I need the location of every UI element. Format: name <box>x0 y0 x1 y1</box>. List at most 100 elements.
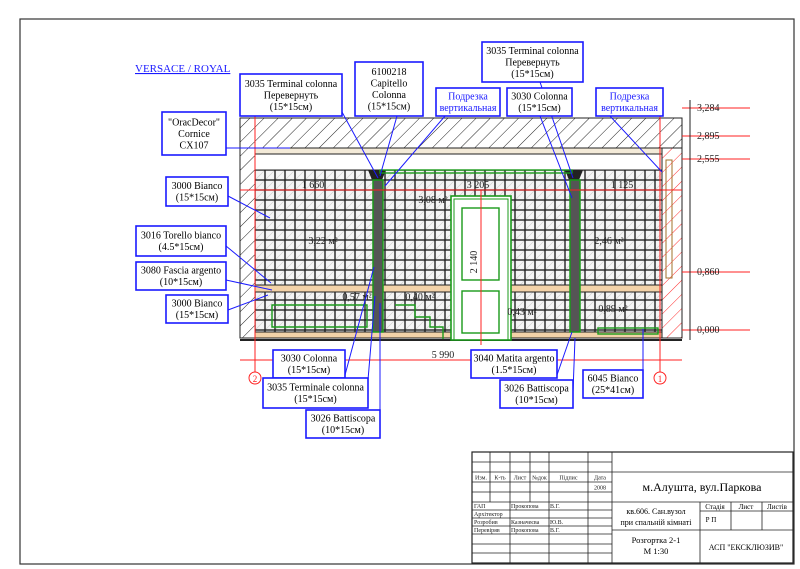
level-label: 0,860 <box>697 267 720 278</box>
callout-box <box>595 87 664 117</box>
callout-text: (15*15см) <box>511 69 553 80</box>
callout-text: 3040 Matita argento <box>474 354 555 365</box>
callout-box <box>305 409 381 439</box>
role-label: ГАП <box>474 504 486 510</box>
callout-text: 3026 Battiscopa <box>504 384 569 395</box>
callout-text: Перевернуть <box>264 90 319 101</box>
callout-text: (15*15см) <box>176 193 218 204</box>
callout-fascia: 3080 Fascia argento(10*15см) <box>135 261 227 291</box>
stage-header: Стадія <box>705 503 725 511</box>
callout-text: (10*15см) <box>322 425 364 436</box>
callout-text: вертикальная <box>601 103 658 114</box>
title-header-2: Лист <box>514 476 527 482</box>
callout-text: (15*15см) <box>288 365 330 376</box>
callout-box <box>481 41 584 83</box>
sheet-header: Лист <box>739 503 754 511</box>
callout-text: (25*41см) <box>592 385 634 396</box>
callout-box <box>239 73 343 117</box>
callout-box <box>135 261 227 291</box>
level-label: 3,284 <box>697 103 720 114</box>
object-line: кв.606. Сан.вузол <box>626 507 685 516</box>
role-name: Прокопова <box>511 528 539 534</box>
area-label: 0,43 м² <box>507 307 536 318</box>
dim-total: 5 990 <box>432 350 455 361</box>
sheets-header: Листів <box>767 503 788 511</box>
title-year: 2008 <box>594 486 606 492</box>
level-label: 2,895 <box>697 131 720 142</box>
dim-seg2: 3 205 <box>467 180 490 191</box>
company-name: АСП "ЕКСКЛЮЗИВ" <box>709 543 784 552</box>
callout-bianco-top: 3000 Bianco(15*15см) <box>165 176 229 207</box>
area-label: 0,40 м² <box>405 292 434 303</box>
callout-colonna-bottom: 3030 Colonna(15*15см) <box>272 349 346 379</box>
callout-battiscopa-right: 3026 Battiscopa(10*15см) <box>499 379 574 409</box>
callout-text: (4.5*15см) <box>159 242 204 253</box>
callout-box <box>135 225 227 257</box>
callout-battiscopa-left: 3026 Battiscopa(10*15см) <box>305 409 381 439</box>
axis-marker-1 <box>653 371 667 385</box>
callout-text: 3035 Terminale colonna <box>267 383 364 394</box>
title-header-0: Изм. <box>475 476 487 482</box>
sheet-frame <box>19 18 795 565</box>
callout-box <box>499 379 574 409</box>
dimension-texts: 1 660 3 205 1 125 5 990 2 140 3,22 м² 3,… <box>302 180 634 361</box>
callout-bianco-6045: 6045 Bianco(25*41см) <box>582 369 644 399</box>
callout-text: (15*15см) <box>270 102 312 113</box>
callout-text: Capitello <box>371 79 408 90</box>
callout-text: 3000 Bianco <box>172 181 223 192</box>
area-label: 2,46 м² <box>594 236 623 247</box>
callout-terminal-left: 3035 Terminal colonnaПеревернуть(15*15см… <box>239 73 343 117</box>
axis-label-2: 2 <box>253 374 258 384</box>
callout-box <box>165 176 229 207</box>
level-label: 0,000 <box>697 325 720 336</box>
dim-door-height: 2 140 <box>469 251 480 274</box>
area-label: 0,89 м² <box>598 304 627 315</box>
callout-text: (10*15см) <box>160 277 202 288</box>
dim-seg3: 1 125 <box>611 180 634 191</box>
title-header-5: Дата <box>594 476 606 482</box>
drawing-scale: М 1:30 <box>644 546 669 556</box>
callout-text: 3026 Battiscopa <box>311 414 376 425</box>
callout-text: 3035 Terminal colonna <box>245 79 338 90</box>
callout-box <box>161 111 227 156</box>
callout-text: 3030 Colonna <box>281 354 338 365</box>
collection-title: VERSACE / ROYAL <box>135 63 231 75</box>
callout-box <box>165 294 229 324</box>
callout-matita: 3040 Matita argento(1.5*15см) <box>470 349 558 379</box>
callout-text: 3016 Torello bianco <box>141 231 221 242</box>
drawing-name: Розгортка 2-1 <box>632 535 681 545</box>
callout-text: CX107 <box>180 140 209 151</box>
title-header-4: Підпис <box>559 476 577 482</box>
role-label: Розробив <box>474 519 498 526</box>
callout-text: 3035 Terminal colonna <box>486 46 579 57</box>
callout-text: (10*15см) <box>515 395 557 406</box>
role-initials: В.Г. <box>550 504 560 510</box>
callout-text: 3080 Fascia argento <box>141 266 221 277</box>
role-initials: В.Г. <box>550 528 560 534</box>
callout-terminale-bottom: 3035 Terminale colonna(15*15см) <box>262 377 369 409</box>
dim-seg1: 1 660 <box>302 180 325 191</box>
axis-label-1: 1 <box>658 374 663 384</box>
title-header-1: К-ть <box>494 476 506 482</box>
axis-marker-2 <box>248 371 262 385</box>
callout-text: Colonna <box>372 90 406 101</box>
callout-colonna-top: 3030 Colonna(15*15см) <box>506 87 573 117</box>
callout-text: (15*15см) <box>176 310 218 321</box>
callout-text: Подрезка <box>610 92 650 103</box>
callout-text: (15*15см) <box>294 394 336 405</box>
area-label: 3,22 м² <box>308 236 337 247</box>
tile-6045-insert <box>597 327 659 335</box>
callout-text: (15*15см) <box>368 102 410 113</box>
role-name: Казначеєва <box>511 520 540 526</box>
callout-box <box>435 87 501 117</box>
callout-text: вертикальная <box>440 103 497 114</box>
callout-text: 6100218 <box>372 67 407 78</box>
leader-lines <box>225 81 663 412</box>
level-label: 2,555 <box>697 154 720 165</box>
callout-text: "OracDecor" <box>168 117 220 128</box>
role-name: Прокопова <box>511 504 539 510</box>
